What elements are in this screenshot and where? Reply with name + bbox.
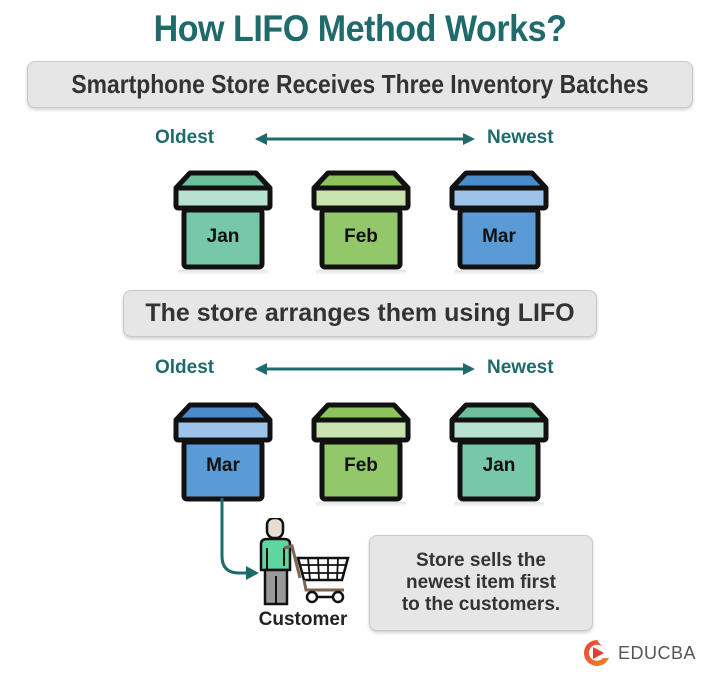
box-icon: [311, 402, 411, 502]
box-icon: [173, 170, 273, 270]
sale-flow-arrow-icon: [220, 498, 259, 580]
box-label: Jan: [482, 455, 516, 476]
inventory-box-feb: Feb: [310, 170, 412, 275]
inventory-box-mar: Mar: [448, 170, 550, 275]
box-label: Mar: [206, 455, 240, 476]
newest-label: Newest: [487, 127, 554, 148]
inventory-box-jan: Jan: [172, 170, 274, 275]
box-icon: [311, 170, 411, 270]
educba-logo-icon: [584, 640, 609, 666]
brand-name: EDUCBA: [618, 642, 697, 663]
sells-line-3: to the customers.: [401, 594, 561, 615]
box-label: Mar: [482, 226, 516, 247]
box-icon: [449, 170, 549, 270]
double-arrow-icon: [255, 133, 475, 145]
newest-label: Newest: [487, 357, 554, 378]
arrange-banner: The store arranges them using LIFO: [123, 290, 597, 337]
receive-banner: Smartphone Store Receives Three Inventor…: [27, 61, 693, 108]
box-label: Feb: [344, 226, 378, 247]
age-scale-bottom: Oldest Newest: [0, 357, 720, 387]
receive-banner-text: Smartphone Store Receives Three Inventor…: [71, 69, 649, 99]
lifo-box-feb: Feb: [310, 402, 412, 507]
diagram-title: How LIFO Method Works?: [153, 8, 567, 49]
sells-line-1: Store sells the: [416, 550, 546, 571]
sells-banner: Store sells the newest item first to the…: [369, 535, 593, 631]
educba-logo: EDUCBA: [582, 638, 696, 668]
oldest-label: Oldest: [155, 127, 215, 148]
lifo-box-mar: Mar: [172, 402, 274, 502]
oldest-label: Oldest: [155, 357, 215, 378]
customer-label: Customer: [258, 609, 348, 630]
age-scale-top: Oldest Newest: [0, 127, 720, 157]
customer-with-cart-icon: [259, 518, 350, 606]
lifo-box-jan: Jan: [448, 402, 550, 507]
sells-line-2: newest item first: [406, 572, 556, 593]
box-icon: [173, 402, 273, 502]
box-label: Feb: [344, 455, 378, 476]
box-label: Jan: [206, 226, 240, 247]
box-icon: [449, 402, 549, 502]
double-arrow-icon: [255, 363, 475, 375]
arrange-banner-text: The store arranges them using LIFO: [145, 299, 575, 327]
